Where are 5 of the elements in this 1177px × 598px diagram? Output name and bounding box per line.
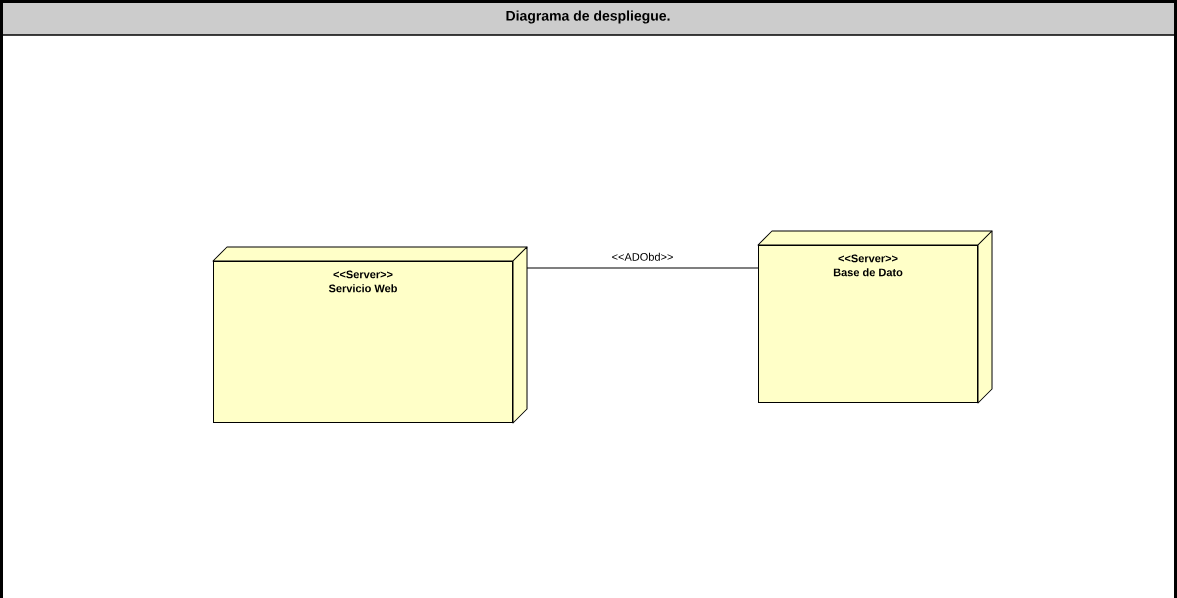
server-node: <<Server>> Base de Dato	[757, 230, 993, 404]
edge-label: <<ADObd>>	[610, 251, 675, 262]
title: Diagrama de despliegue.	[506, 10, 670, 24]
connector-line	[526, 267, 759, 269]
server-node: <<Server>> Servicio Web	[212, 246, 528, 424]
